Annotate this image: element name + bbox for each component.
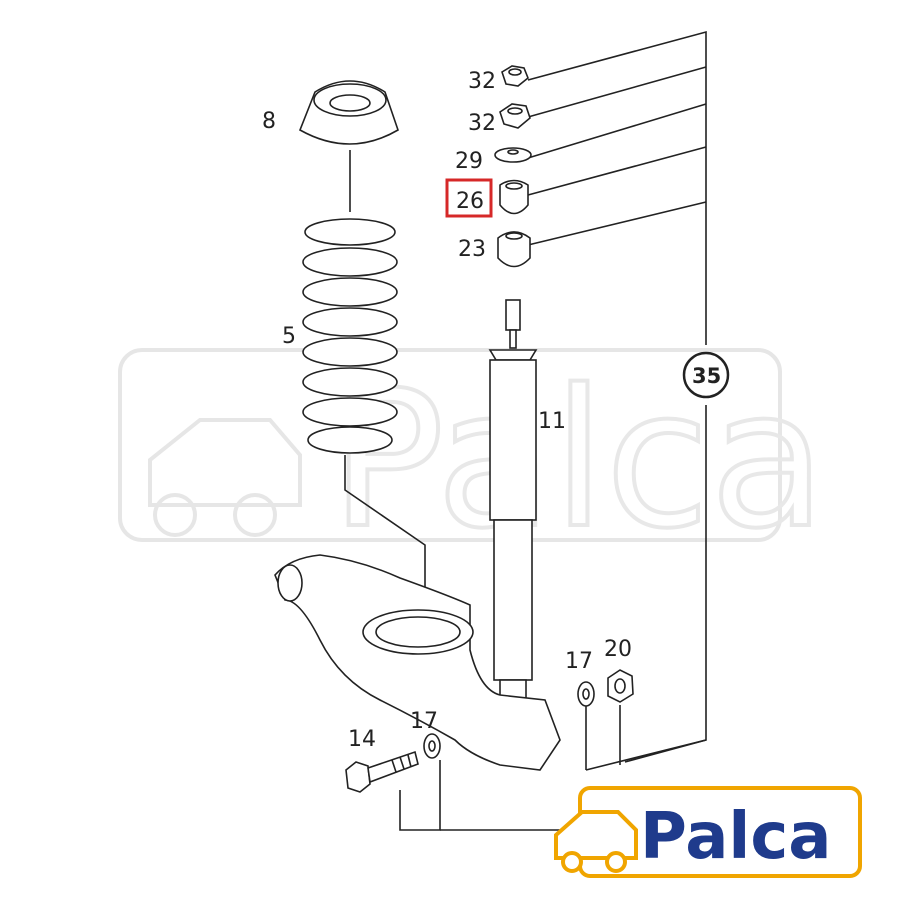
callout-8: 8 — [262, 109, 276, 134]
part-nut-second — [499, 103, 531, 129]
part-nut-top — [501, 65, 529, 87]
watermark-text: Palca — [330, 349, 826, 570]
callout-5: 5 — [282, 324, 296, 349]
highlight-box-26 — [445, 178, 493, 218]
callout-35: 35 — [692, 364, 721, 388]
leader-lines — [399, 30, 707, 831]
callout-32-bottom: 32 — [468, 111, 496, 136]
part-coil-spring — [302, 218, 426, 640]
part-washer — [494, 147, 532, 163]
part-washer-right — [577, 681, 595, 707]
logo-text: Palca — [640, 800, 831, 874]
callout-32-top: 32 — [468, 69, 496, 94]
callout-29: 29 — [455, 149, 483, 174]
callout-26: 26 — [456, 189, 484, 214]
part-bolt — [345, 750, 419, 793]
callout-23: 23 — [458, 237, 486, 262]
callout-20: 20 — [604, 637, 632, 662]
part-bushing-23 — [497, 231, 531, 268]
callout-17-right: 17 — [565, 649, 593, 674]
part-nut-20 — [607, 669, 634, 703]
palca-logo: Palca — [554, 786, 862, 878]
callout-17-left: 17 — [410, 709, 438, 734]
part-control-arm — [274, 554, 561, 771]
callout-11: 11 — [538, 409, 566, 434]
callout-14: 14 — [348, 727, 376, 752]
callout-35-circle — [682, 351, 730, 399]
watermark-car-icon — [148, 418, 302, 537]
part-bushing-26 — [499, 179, 529, 215]
part-spring-pad — [298, 80, 399, 212]
palca-watermark: Palca — [118, 347, 828, 572]
logo-car-icon — [554, 810, 638, 873]
part-shock-absorber — [488, 299, 538, 738]
watermark-frame — [118, 348, 782, 542]
part-washer-left — [423, 733, 441, 759]
